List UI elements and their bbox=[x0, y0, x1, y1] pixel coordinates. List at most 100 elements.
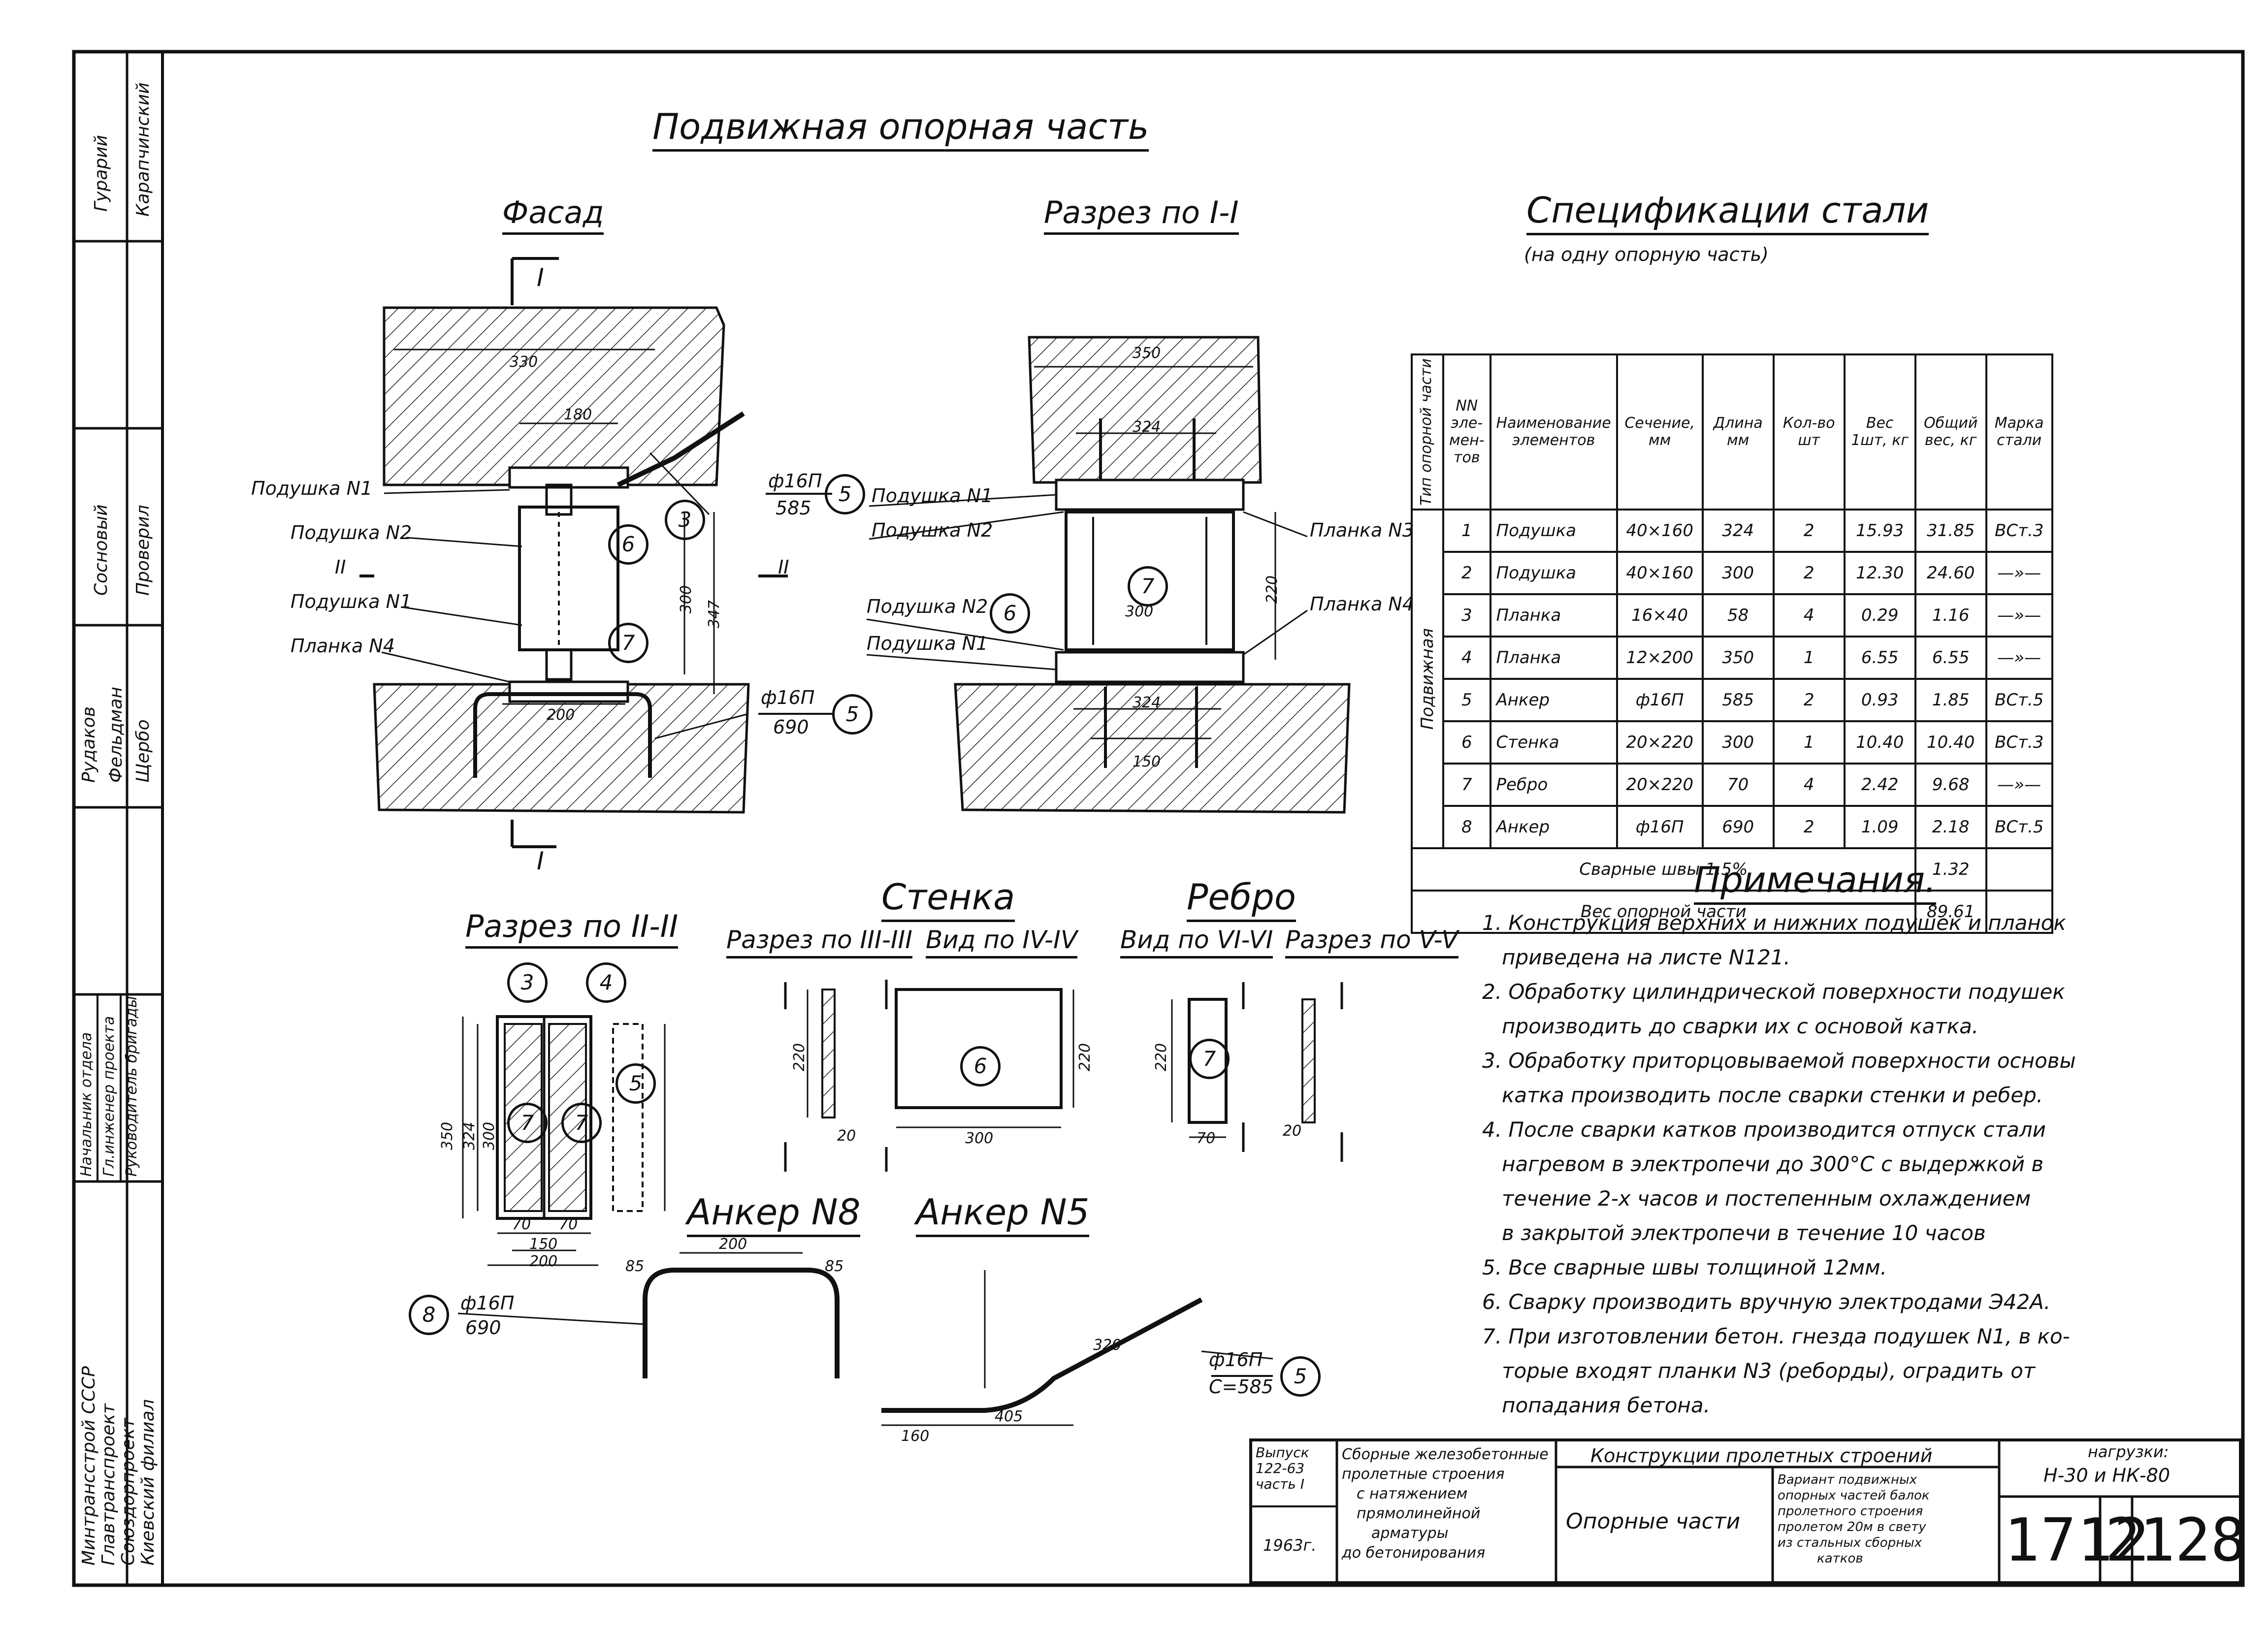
tb-loads-label: нагрузки: bbox=[2088, 1442, 2169, 1461]
drawing-title: Подвижная опорная часть bbox=[652, 106, 1149, 152]
mark-4-sec22: 4 bbox=[586, 962, 626, 1003]
note-line: 4. После сварки катков производится отпу… bbox=[1482, 1117, 2046, 1142]
facade-label-pad1: Подушка N1 bbox=[251, 478, 373, 499]
strip-name-3: Сосновый bbox=[91, 504, 111, 596]
tb-number-2: 2 bbox=[2105, 1506, 2141, 1575]
wall-view-4-4-title: Вид по IV-IV bbox=[926, 926, 1078, 958]
spec-header-steel: Марка стали bbox=[1985, 353, 2053, 511]
strip-name-5: Рудаков bbox=[79, 706, 99, 783]
mark-3-sec22: 3 bbox=[507, 962, 548, 1003]
section-mark-2-right: II bbox=[778, 556, 789, 578]
spec-welds-row: Сварные швы 1.5% 1.32 bbox=[1411, 847, 2053, 892]
mark-7-sec22-left: 7 bbox=[507, 1103, 548, 1143]
dim-300-sec22: 300 bbox=[481, 1121, 498, 1150]
facade-rebar-length-585: 585 bbox=[776, 497, 811, 519]
spec-header-type: Тип опорной части bbox=[1411, 353, 1444, 511]
anchor8-shape bbox=[643, 1268, 840, 1378]
dim-150-bottom: 150 bbox=[1133, 753, 1161, 770]
dim-200: 200 bbox=[547, 706, 575, 724]
mark-5-facade-top: 5 bbox=[825, 474, 865, 514]
note-line: приведена на листе N121. bbox=[1502, 945, 1790, 969]
note-line: в закрытой электропечи в течение 10 часо… bbox=[1502, 1221, 1986, 1245]
facade-rebar-length-690: 690 bbox=[773, 716, 809, 738]
dim-70-rib: 70 bbox=[1197, 1130, 1216, 1147]
spec-header-total-weight: Общий вес, кг bbox=[1914, 353, 1987, 511]
dim-300: 300 bbox=[678, 585, 695, 614]
mark-6-sec11: 6 bbox=[990, 593, 1030, 634]
spec-welds-value: 1.32 bbox=[1914, 847, 1987, 892]
section11-concrete-bottom bbox=[954, 683, 1351, 814]
anchor-8-title: Анкер N8 bbox=[687, 1191, 861, 1237]
section-mark-2-left: II bbox=[335, 556, 346, 578]
tb-subject: Опорные части bbox=[1566, 1509, 1741, 1534]
note-line: 1. Конструкция верхних и нижних подушек … bbox=[1482, 911, 2066, 935]
spec-header-num: NN эле-мен-тов bbox=[1442, 353, 1491, 511]
section-mark-1-bottom: I bbox=[537, 847, 544, 875]
rib-title: Ребро bbox=[1187, 876, 1296, 922]
note-line: 7. При изготовлении бетон. гнезда подуше… bbox=[1482, 1324, 2070, 1348]
note-line: 2. Обработку цилиндрической поверхности … bbox=[1482, 980, 2065, 1004]
mark-7-facade: 7 bbox=[608, 623, 648, 663]
sec11-label-pad1: Подушка N1 bbox=[872, 485, 993, 507]
wall-view bbox=[895, 988, 1063, 1109]
dim-180: 180 bbox=[564, 406, 592, 423]
dim-200-anchor8: 200 bbox=[719, 1236, 747, 1253]
rib-section bbox=[1301, 998, 1316, 1123]
note-line: торые входят планки N3 (реборды), огради… bbox=[1502, 1359, 2036, 1383]
spec-header-name: Наименование элементов bbox=[1489, 353, 1618, 511]
mark-6-wall: 6 bbox=[960, 1046, 1001, 1086]
titleblock-frame bbox=[1249, 1438, 2242, 1584]
tb-issue: Выпуск 122-63 часть I bbox=[1256, 1444, 1309, 1492]
anchor5-rebar-label: ф16П bbox=[1209, 1349, 1263, 1371]
note-line: катка производить после сварки стенки и … bbox=[1502, 1083, 2043, 1107]
spec-header-row: Тип опорной части NN эле-мен-тов Наимено… bbox=[1411, 353, 2053, 511]
dim-324-bottom: 324 bbox=[1133, 694, 1161, 711]
section-mark-1-top: I bbox=[537, 263, 544, 292]
strip-org-4: Киевский филиал bbox=[138, 1399, 158, 1565]
strip-role-3: Руководитель бригады bbox=[123, 996, 140, 1177]
wall-title: Стенка bbox=[881, 876, 1015, 922]
anchor8-rebar-label: ф16П bbox=[460, 1292, 515, 1314]
dim-220-wall-section: 220 bbox=[791, 1043, 809, 1072]
tb-description: Сборные железобетонные пролетные строени… bbox=[1342, 1446, 1549, 1562]
note-line: нагревом в электропечи до 300°С с выдерж… bbox=[1502, 1152, 2044, 1176]
dim-405-anchor5: 405 bbox=[995, 1408, 1023, 1425]
strip-role-2: Гл.инженер проекта bbox=[100, 1016, 118, 1177]
mark-7-sec11: 7 bbox=[1128, 566, 1168, 607]
tb-year: 1963г. bbox=[1263, 1536, 1317, 1555]
strip-org-2: Главтранспроект bbox=[98, 1404, 119, 1565]
dim-20-rib: 20 bbox=[1283, 1122, 1302, 1140]
tb-section: Конструкции пролетных строений bbox=[1590, 1445, 1933, 1467]
dim-324-sec22: 324 bbox=[461, 1121, 479, 1150]
dim-350-top: 350 bbox=[1133, 345, 1161, 362]
note-line: производить до сварки их с основой катка… bbox=[1502, 1014, 1979, 1038]
rib-view-6-6-title: Вид по VI-VI bbox=[1120, 926, 1273, 958]
spec-total-label: Вес опорной части bbox=[1411, 889, 1916, 934]
dim-324-top: 324 bbox=[1133, 418, 1161, 436]
facade-label-plate4: Планка N4 bbox=[291, 635, 395, 657]
dim-320-anchor5: 320 bbox=[1093, 1337, 1122, 1354]
spec-title: Спецификации стали bbox=[1526, 190, 1929, 235]
facade-rebar-label: ф16П bbox=[768, 470, 822, 492]
sec11-label-plate4: Планка N4 bbox=[1310, 593, 1414, 615]
sec11-label-pad2-lower: Подушка N2 bbox=[867, 596, 988, 617]
anchor5-length: С=585 bbox=[1209, 1376, 1273, 1398]
facade-concrete-top bbox=[383, 306, 725, 486]
strip-org-1: Минтрансстрой СССР bbox=[79, 1366, 99, 1565]
facade-roller bbox=[518, 506, 619, 651]
dim-220-wall: 220 bbox=[1076, 1043, 1094, 1072]
mark-8-anchor: 8 bbox=[409, 1295, 449, 1335]
strip-name-1: Гурарий bbox=[91, 135, 111, 212]
dim-85-left: 85 bbox=[625, 1258, 645, 1275]
spec-subtitle: (на одну опорную часть) bbox=[1524, 244, 1769, 265]
dim-200-sec22: 200 bbox=[529, 1253, 558, 1270]
wall-section-3-3-title: Разрез по III-III bbox=[726, 926, 913, 958]
dim-70-sec22-left: 70 bbox=[512, 1216, 531, 1233]
sec11-label-pad1-lower: Подушка N1 bbox=[867, 633, 988, 654]
dim-347: 347 bbox=[706, 600, 723, 629]
